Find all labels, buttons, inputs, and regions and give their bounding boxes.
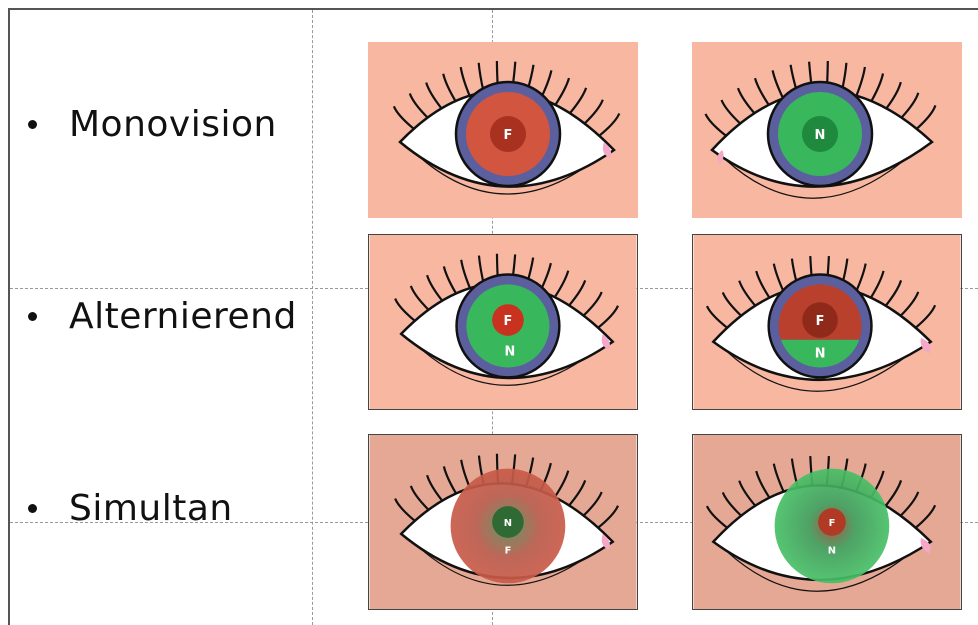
eye-label-far: F xyxy=(505,546,512,557)
eye-label-near: N xyxy=(815,128,826,143)
bullet-dot xyxy=(28,312,37,321)
eye-illustration: N xyxy=(692,42,962,218)
eye-illustration: F N xyxy=(693,435,961,609)
eye-label-far: F xyxy=(816,314,825,329)
bullet-dot xyxy=(28,504,37,513)
eye-label-near: N xyxy=(828,546,836,557)
eye-illustration: F xyxy=(368,42,638,218)
eye-panel-monovision-far: F xyxy=(368,42,638,218)
bullet-label: Simultan xyxy=(69,488,233,529)
eye-label-near: N xyxy=(505,345,516,360)
bullet-item-monovision: Monovision xyxy=(28,104,277,145)
eye-panel-alternierend-segmented: F N xyxy=(692,234,962,410)
eye-label-far: F xyxy=(504,314,513,329)
eye-illustration: F N xyxy=(369,235,637,409)
eye-illustration: N F xyxy=(369,435,637,609)
eye-label-far: F xyxy=(504,128,513,143)
bullet-dot xyxy=(28,120,37,129)
bullet-label: Alternierend xyxy=(69,296,297,337)
eye-panel-monovision-near: N xyxy=(692,42,962,218)
eye-label-near: N xyxy=(504,518,512,529)
eye-label-far: F xyxy=(829,518,836,529)
eye-panel-simultan-near-dominant: F N xyxy=(692,434,962,610)
eye-panel-simultan-far-dominant: N F xyxy=(368,434,638,610)
eye-label-near: N xyxy=(815,347,826,362)
bullet-label: Monovision xyxy=(69,104,277,145)
eye-panel-alternierend-ring: F N xyxy=(368,234,638,410)
bullet-item-alternierend: Alternierend xyxy=(28,296,297,337)
slide-canvas: Monovision Alternierend Simultan F xyxy=(8,8,978,625)
guide-line-vertical xyxy=(312,10,313,625)
eye-illustration: F N xyxy=(693,235,961,409)
bullet-item-simultan: Simultan xyxy=(28,488,233,529)
